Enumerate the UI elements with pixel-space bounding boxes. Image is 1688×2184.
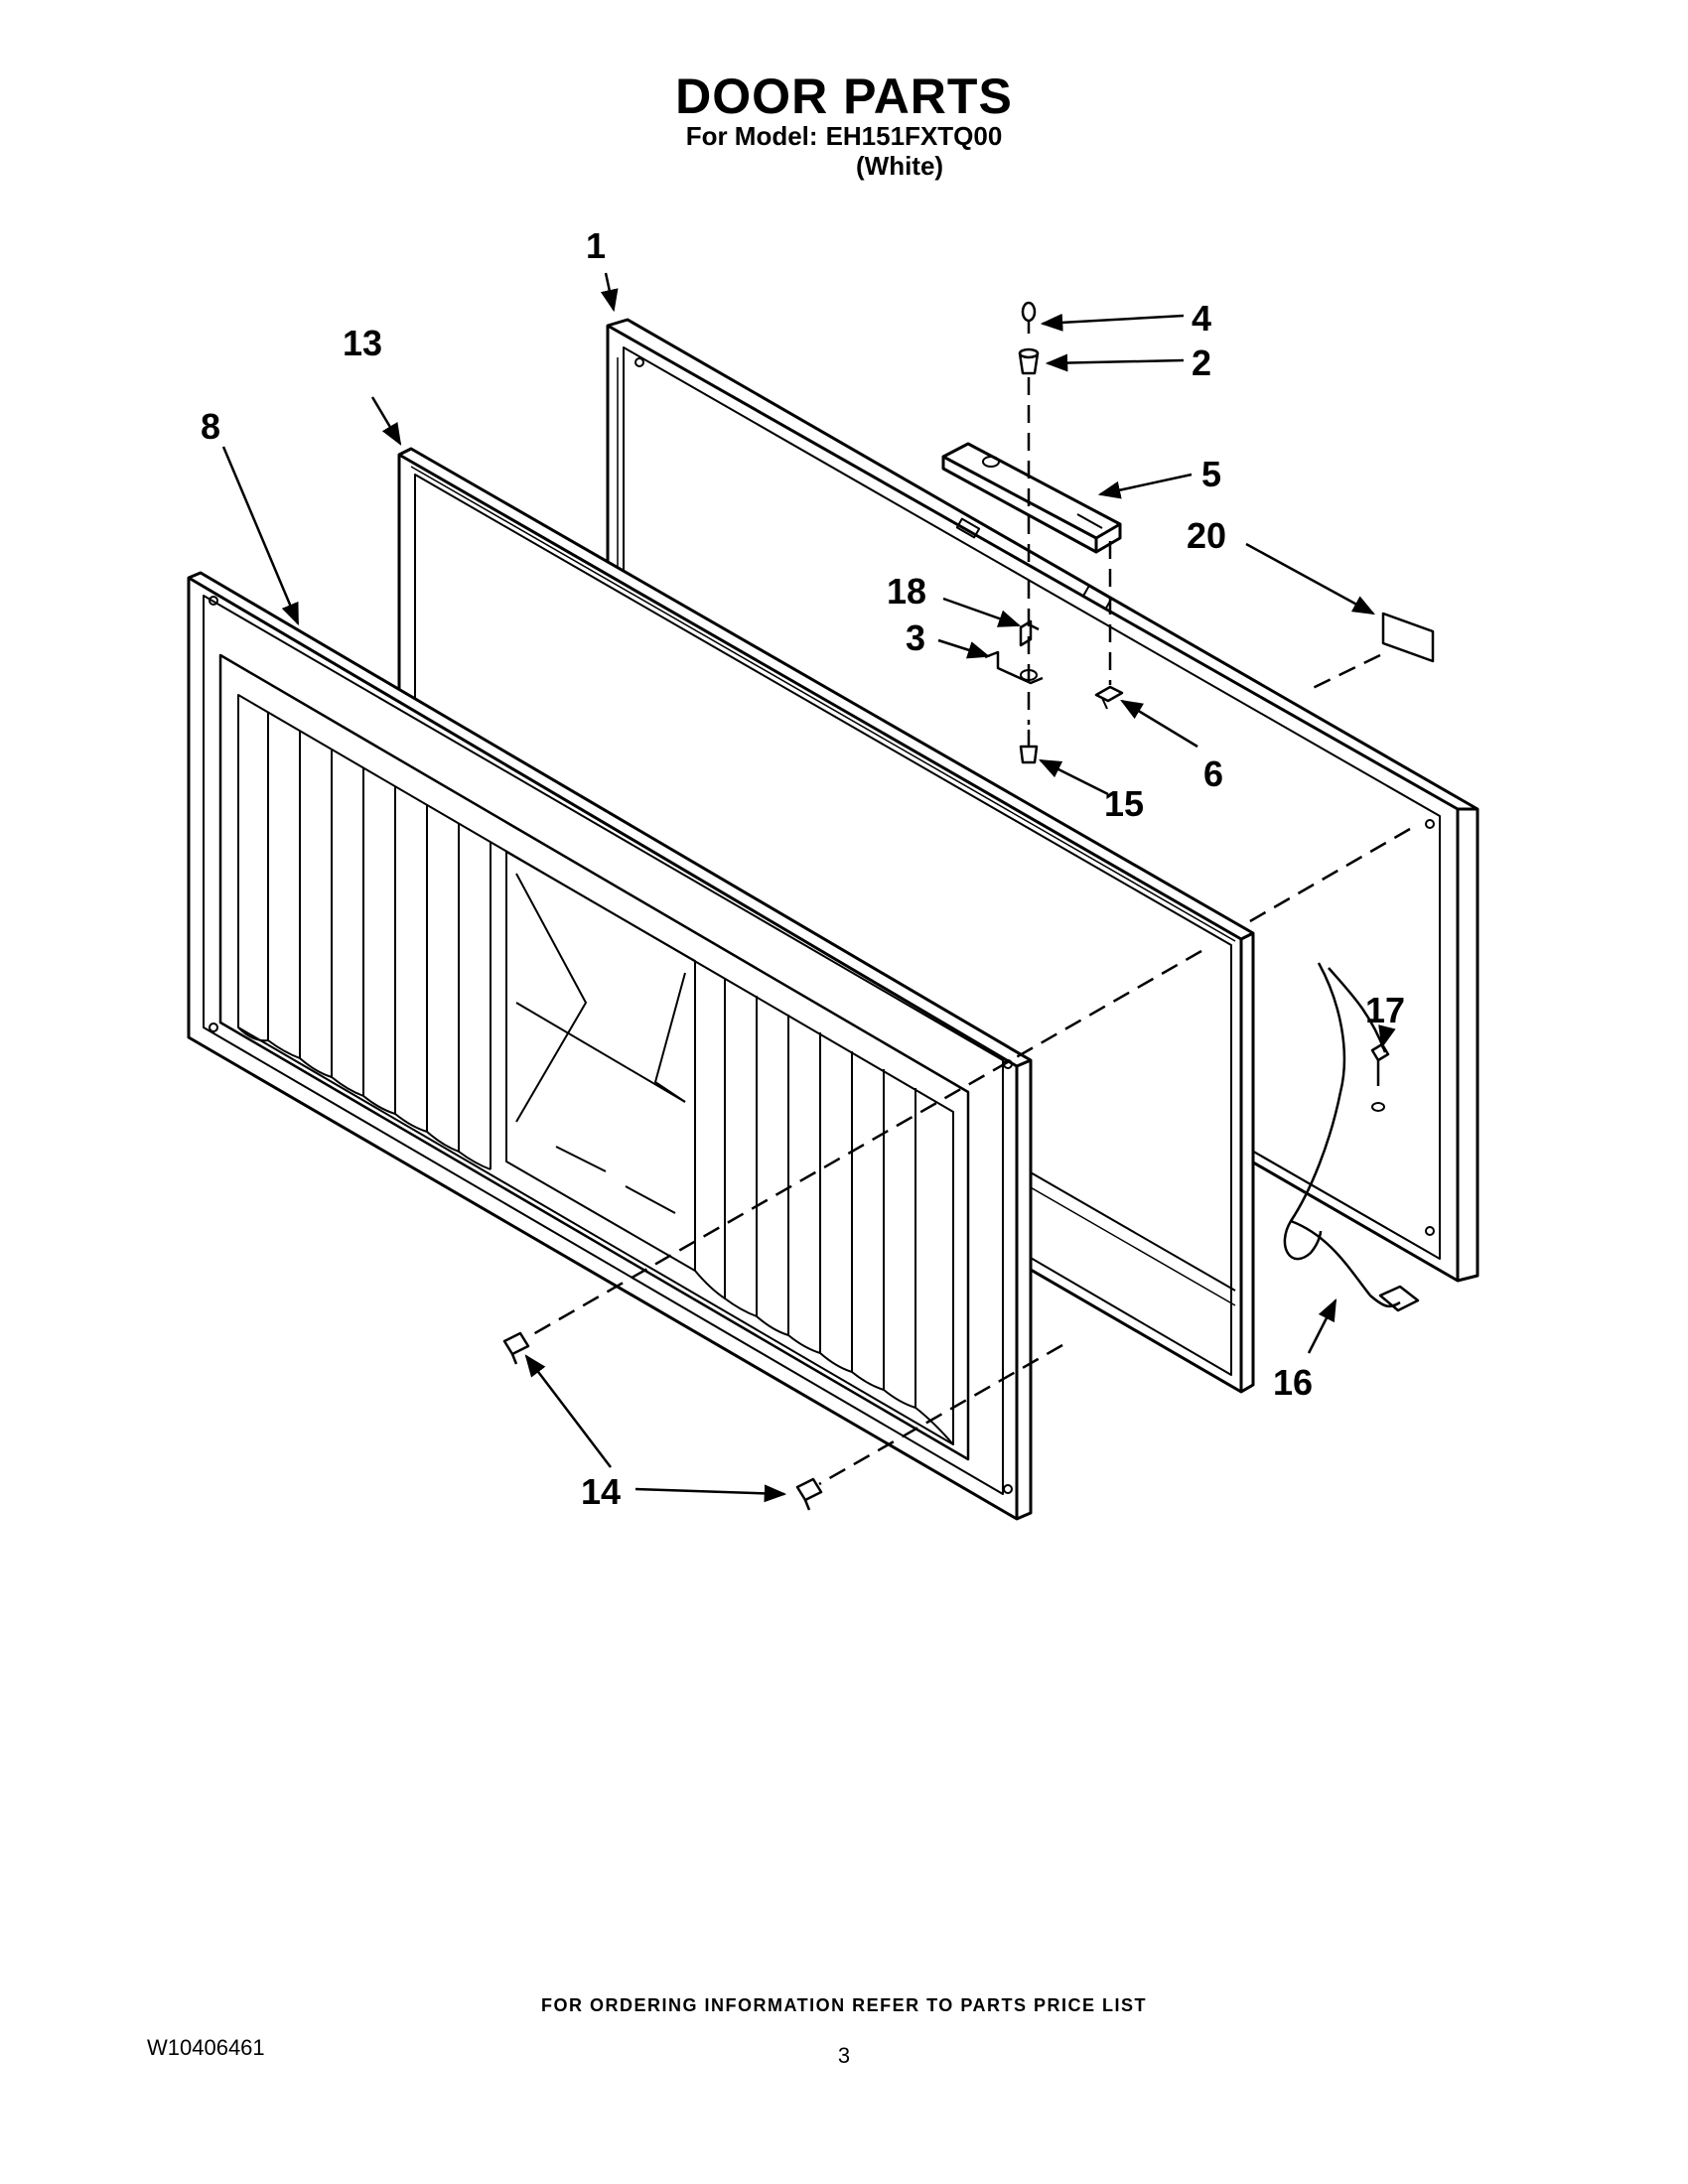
- push-rivet-part-14-lower: [795, 1477, 823, 1511]
- callout-6: 6: [1203, 753, 1223, 794]
- screw-part-15: [1019, 730, 1039, 764]
- model-color: (White): [856, 151, 944, 181]
- model-line: For Model:EH151FXTQ00: [0, 121, 1688, 152]
- callout-3: 3: [906, 617, 925, 658]
- bushing-part-2: [1018, 347, 1040, 375]
- label-part-20: [1381, 612, 1435, 663]
- model-number: EH151FXTQ00: [825, 121, 1003, 151]
- callout-13: 13: [343, 323, 382, 363]
- assembly-guide-lines: [525, 377, 1411, 1486]
- callout-5: 5: [1201, 454, 1221, 494]
- callout-4: 4: [1192, 298, 1211, 339]
- callout-15: 15: [1104, 783, 1144, 824]
- inner-door-liner-part-8: [187, 571, 1033, 1521]
- callout-17: 17: [1365, 990, 1405, 1030]
- callout-18: 18: [887, 571, 926, 612]
- callout-20: 20: [1187, 515, 1226, 556]
- model-label: For Model:: [685, 121, 818, 151]
- pin-part-4: [1021, 301, 1037, 334]
- page-title: DOOR PARTS: [675, 68, 1013, 124]
- page-number: 3: [837, 2043, 851, 2068]
- callout-14: 14: [581, 1471, 621, 1512]
- clip-part-18: [1019, 619, 1040, 647]
- callout-2: 2: [1192, 342, 1211, 383]
- latch-bracket-part-5: [941, 442, 1122, 554]
- document-number: W10406461: [147, 2035, 265, 2060]
- callout-1: 1: [586, 225, 606, 266]
- callout-8: 8: [201, 406, 220, 447]
- spacer-part-6: [1094, 685, 1124, 710]
- callout-16: 16: [1273, 1362, 1313, 1403]
- leader-arrows: [221, 272, 1396, 1503]
- ordering-note: FOR ORDERING INFORMATION REFER TO PARTS …: [540, 1995, 1147, 2015]
- push-rivet-part-14-upper: [502, 1331, 530, 1365]
